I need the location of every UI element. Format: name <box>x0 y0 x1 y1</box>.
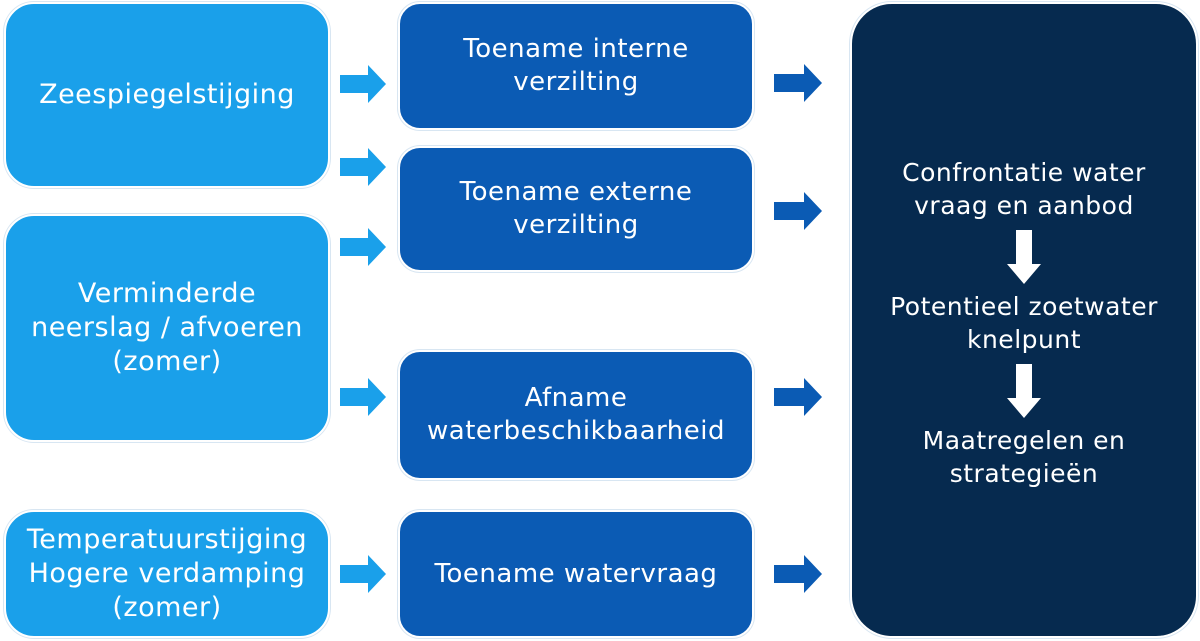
result-step-knelpunt: Potentieel zoetwater knelpunt <box>890 290 1158 358</box>
effect-box-watervraag: Toename watervraag <box>398 510 754 638</box>
result-step-maatregelen: Maatregelen en strategieën <box>923 424 1126 492</box>
arrow-shape <box>774 378 822 416</box>
cause-box-temperatuurstijging: Temperatuurstijging Hogere verdamping (z… <box>4 510 330 638</box>
box-label-line: (zomer) <box>112 592 222 623</box>
box-label-line: Potentieel zoetwater <box>890 292 1158 321</box>
arrow-shape <box>774 555 822 593</box>
down-arrow-shape <box>1007 364 1041 418</box>
right-arrow-icon <box>774 192 822 230</box>
right-arrow-icon <box>340 378 386 416</box>
box-label-line: Confrontatie water <box>902 158 1146 187</box>
right-arrow-icon <box>340 228 386 266</box>
down-arrow-icon <box>1007 230 1041 284</box>
arrow-shape <box>774 64 822 102</box>
right-arrow-icon <box>340 555 386 593</box>
box-label-line: waterbeschikbaarheid <box>427 416 725 446</box>
right-arrow-icon <box>774 555 822 593</box>
box-label-line: vraag en aanbod <box>914 191 1134 220</box>
effect-box-externe-verzilting: Toename externe verzilting <box>398 146 754 272</box>
box-label-line: Toename interne <box>463 34 689 64</box>
box-label-line: knelpunt <box>966 325 1081 354</box>
cause-box-zeespiegelstijging: Zeespiegelstijging <box>4 2 330 188</box>
box-label-line: strategieën <box>949 459 1099 488</box>
arrow-shape <box>340 555 386 593</box>
box-label-line: Maatregelen en <box>922 426 1126 455</box>
arrow-shape <box>774 192 822 230</box>
effect-box-interne-verzilting: Toename interne verzilting <box>398 2 754 130</box>
down-arrow-icon <box>1007 364 1041 418</box>
box-label-line: verzilting <box>513 210 639 240</box>
box-label-line: verzilting <box>513 67 639 97</box>
box-label-line: Temperatuurstijging <box>26 524 308 555</box>
right-arrow-icon <box>774 64 822 102</box>
result-step-confrontatie: Confrontatie water vraag en aanbod <box>902 156 1146 224</box>
effect-box-waterbeschikbaarheid: Afname waterbeschikbaarheid <box>398 350 754 480</box>
result-box: Confrontatie water vraag en aanbod Poten… <box>850 2 1198 638</box>
arrow-shape <box>340 148 386 186</box>
arrow-shape <box>340 378 386 416</box>
box-label-line: Toename watervraag <box>434 558 718 589</box>
right-arrow-icon <box>774 378 822 416</box>
down-arrow-shape <box>1007 230 1041 284</box>
box-label-line: Toename externe <box>459 177 693 207</box>
box-label-line: (zomer) <box>112 346 222 377</box>
arrow-shape <box>340 65 386 103</box>
box-label-line: Afname <box>524 383 628 413</box>
box-label-line: neerslag / afvoeren <box>31 312 303 343</box>
right-arrow-icon <box>340 148 386 186</box>
box-label-line: Zeespiegelstijging <box>39 79 295 110</box>
box-label-line: Verminderde <box>77 278 257 309</box>
arrow-shape <box>340 228 386 266</box>
box-label-line: Hogere verdamping <box>28 558 306 589</box>
right-arrow-icon <box>340 65 386 103</box>
cause-box-verminderde-neerslag: Verminderde neerslag / afvoeren (zomer) <box>4 214 330 442</box>
